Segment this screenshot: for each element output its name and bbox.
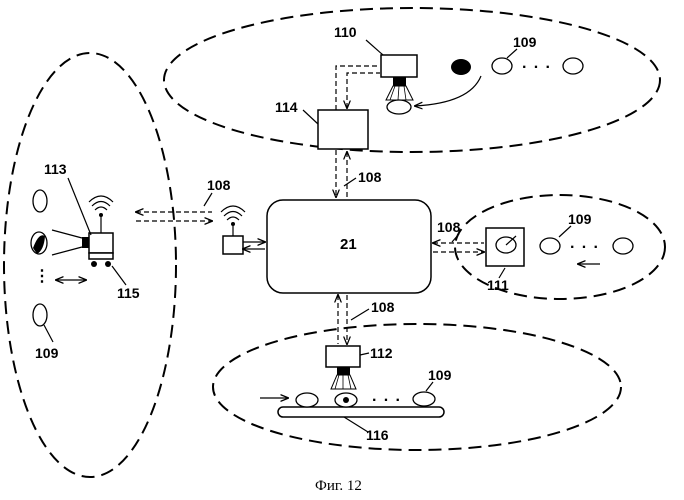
object-label-left: 109 [35,345,59,361]
robot-113 [52,196,113,267]
robot-label: 113 [44,161,67,177]
transceiver-central [221,206,245,254]
object-top-1 [492,58,512,74]
link-label-left: 108 [207,177,231,193]
object-top-2 [563,58,583,74]
object-bottom-2 [413,392,435,406]
zone-bottom [213,324,621,450]
object-label-bottom: 109 [428,367,452,383]
object-right-2 [613,238,633,254]
object-label-top: 109 [513,34,537,50]
zone-left [4,53,176,477]
object-dark-top [451,59,471,75]
conveyor-label: 116 [366,427,389,443]
object-left-1 [33,190,47,212]
zone-top [164,8,660,152]
object-bottom-1 [296,393,318,407]
object-left-2 [33,304,47,326]
object-under-camera-110 [387,100,411,114]
camera-110 [381,55,417,100]
conveyor-belt [278,407,444,417]
camera-112-label: 112 [370,345,393,361]
processor-label: 114 [275,99,298,115]
figure-caption: Фиг. 12 [315,478,362,494]
camera-110-label: 110 [334,24,357,40]
ellipsis-right: · · · [570,239,600,256]
camera-112 [326,346,360,389]
link-label-bottom: 108 [371,299,395,315]
object-label-right: 109 [568,211,592,227]
processor-block [318,110,368,149]
link-label-top: 108 [358,169,382,185]
object-right-1 [540,238,560,254]
vertical-ellipsis-left: ⋮ [34,268,51,285]
ellipsis-bottom: · · · [372,392,402,409]
link-label-right: 108 [437,219,461,235]
central-unit-label: 21 [340,236,357,253]
camera-111-label: 111 [487,277,509,293]
cart-label: 115 [117,285,140,301]
ellipsis-top: · · · [522,59,552,76]
